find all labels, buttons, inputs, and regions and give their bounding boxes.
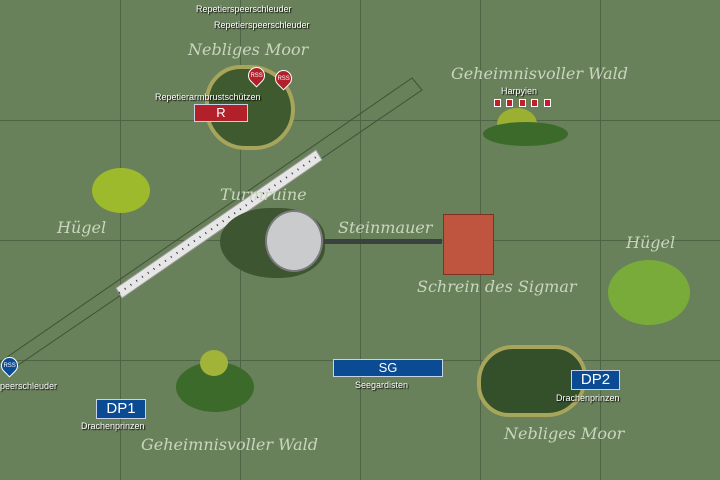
grid-line bbox=[0, 120, 720, 121]
unit-label: Drachenprinzen bbox=[81, 421, 145, 431]
harpy-marker[interactable] bbox=[494, 99, 501, 107]
harpy-marker[interactable] bbox=[519, 99, 526, 107]
harpy-marker[interactable] bbox=[544, 99, 551, 107]
tower-icon bbox=[265, 210, 323, 272]
unit-label: Harpyien bbox=[501, 86, 538, 96]
terrain-label: Geheimnisvoller Wald bbox=[141, 435, 319, 454]
dp1-unit-badge[interactable]: DP1 bbox=[96, 399, 146, 419]
terrain-label: Steinmauer bbox=[338, 218, 433, 237]
unit-label: peerschleuder bbox=[0, 381, 58, 391]
terrain-label: Hügel bbox=[57, 218, 107, 237]
pin-label: RSS bbox=[3, 362, 16, 369]
stone-wall[interactable] bbox=[324, 239, 442, 244]
tree-icon bbox=[200, 350, 228, 376]
unit-label: Repetierarmbrustschützen bbox=[155, 92, 261, 102]
unit-label: Drachenprinzen bbox=[556, 393, 620, 403]
terrain-label: Hügel bbox=[626, 233, 676, 252]
sg-unit-badge[interactable]: SG bbox=[333, 359, 443, 377]
nebliges-moor-bottom[interactable] bbox=[477, 345, 587, 417]
crossbow-unit-badge[interactable]: R bbox=[194, 104, 248, 122]
terrain-label: Nebliges Moor bbox=[504, 424, 625, 443]
unit-label: Repetierspeerschleuder bbox=[214, 20, 310, 30]
hill-left[interactable] bbox=[92, 168, 150, 213]
pin-label: RSS bbox=[277, 75, 290, 82]
tree-icon bbox=[483, 122, 568, 146]
terrain-label: Geheimnisvoller Wald bbox=[451, 64, 629, 83]
measuring-ruler[interactable] bbox=[115, 149, 323, 299]
harpy-marker[interactable] bbox=[506, 99, 513, 107]
terrain-label: Schrein des Sigmar bbox=[417, 277, 577, 296]
unit-label: Repetierspeerschleuder bbox=[196, 4, 292, 14]
pin-label: RSS bbox=[250, 72, 263, 79]
unit-label: Seegardisten bbox=[355, 380, 409, 390]
hill-right[interactable] bbox=[608, 260, 690, 325]
dp2-unit-badge[interactable]: DP2 bbox=[571, 370, 620, 390]
terrain-label: Nebliges Moor bbox=[188, 40, 309, 59]
terrain-label: Turmruine bbox=[220, 185, 307, 204]
harpy-marker[interactable] bbox=[531, 99, 538, 107]
shrine-of-sigmar[interactable] bbox=[443, 214, 494, 275]
